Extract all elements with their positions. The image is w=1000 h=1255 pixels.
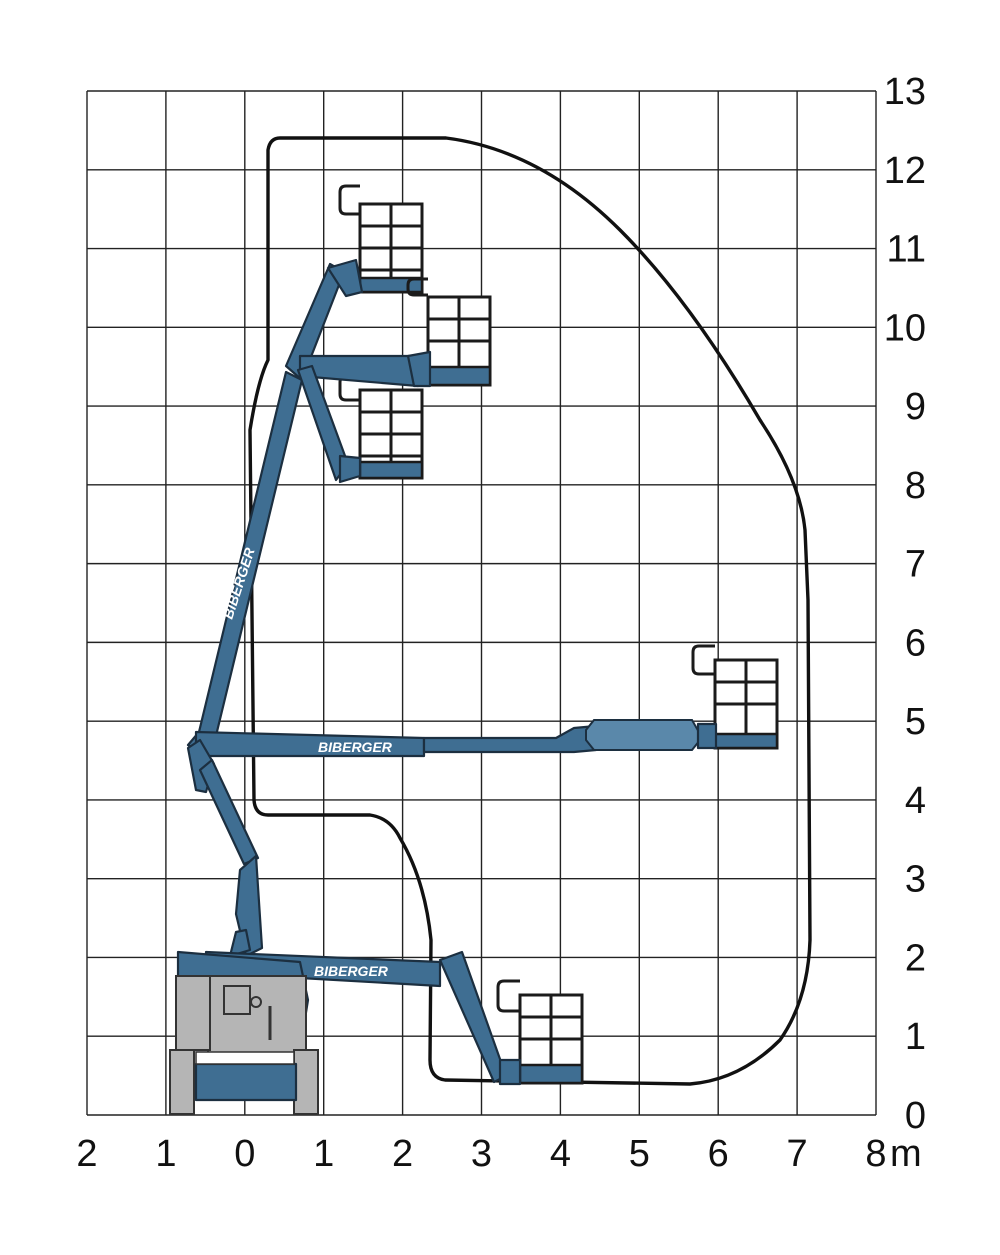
riser-arm-link xyxy=(198,758,260,866)
unit-label: m xyxy=(890,1133,922,1175)
y-tick-label: 3 xyxy=(905,859,926,901)
horizontal-boom-extension xyxy=(422,724,598,754)
basket-upper-right xyxy=(406,277,492,387)
y-tick-label: 2 xyxy=(905,937,926,979)
y-tick-label: 10 xyxy=(884,307,926,349)
y-tick-label: 8 xyxy=(905,465,926,507)
x-tick-label: 2 xyxy=(76,1133,97,1175)
chassis-control-box xyxy=(223,985,251,1015)
basket-max-reach xyxy=(691,644,779,750)
y-tick-label: 1 xyxy=(905,1016,926,1058)
x-tick-label: 0 xyxy=(234,1133,255,1175)
y-tick-label: 0 xyxy=(905,1095,926,1137)
battery-housing xyxy=(194,1062,298,1102)
brand-label-horizontal-boom: BIBERGER xyxy=(318,739,393,755)
brand-label-ground-boom: BIBERGER xyxy=(314,963,389,979)
grid xyxy=(86,90,877,1116)
chassis-panel-left xyxy=(175,975,211,1051)
x-axis-ticks: 2 1 0 1 2 3 4 5 6 7 8 xyxy=(76,1133,886,1175)
x-tick-label: 1 xyxy=(155,1133,176,1175)
y-tick-label: 12 xyxy=(884,150,926,192)
x-tick-label: 7 xyxy=(787,1133,808,1175)
wheel-right xyxy=(293,1049,319,1115)
jib-upper-right xyxy=(406,350,432,388)
y-tick-label: 13 xyxy=(884,71,926,113)
ground-jib-head xyxy=(498,1058,522,1086)
y-tick-label: 6 xyxy=(905,622,926,664)
x-tick-label: 1 xyxy=(313,1133,334,1175)
x-tick-label: 5 xyxy=(629,1133,650,1175)
y-tick-label: 9 xyxy=(905,386,926,428)
working-envelope xyxy=(248,136,812,1086)
horizontal-boom-head xyxy=(696,722,718,750)
jib-to-top-basket xyxy=(326,258,364,298)
riser-lower xyxy=(228,928,252,958)
basket-top xyxy=(338,184,424,294)
chassis-gauge-icon xyxy=(250,996,262,1008)
jib-lower-left xyxy=(338,454,362,484)
x-tick-label: 2 xyxy=(392,1133,413,1175)
horizontal-boom-jib xyxy=(585,719,701,751)
y-tick-label: 11 xyxy=(887,229,926,271)
chassis-step xyxy=(195,1051,295,1065)
x-tick-label: 6 xyxy=(708,1133,729,1175)
wheel-left xyxy=(169,1049,195,1115)
x-tick-label: 4 xyxy=(550,1133,571,1175)
y-tick-label: 7 xyxy=(905,544,926,586)
x-tick-label: 3 xyxy=(471,1133,492,1175)
chassis-body xyxy=(207,975,307,1057)
y-tick-label: 4 xyxy=(905,780,926,822)
y-tick-label: 5 xyxy=(905,701,926,743)
x-tick-label: 8 xyxy=(865,1133,886,1175)
ground-jib xyxy=(438,950,508,1084)
